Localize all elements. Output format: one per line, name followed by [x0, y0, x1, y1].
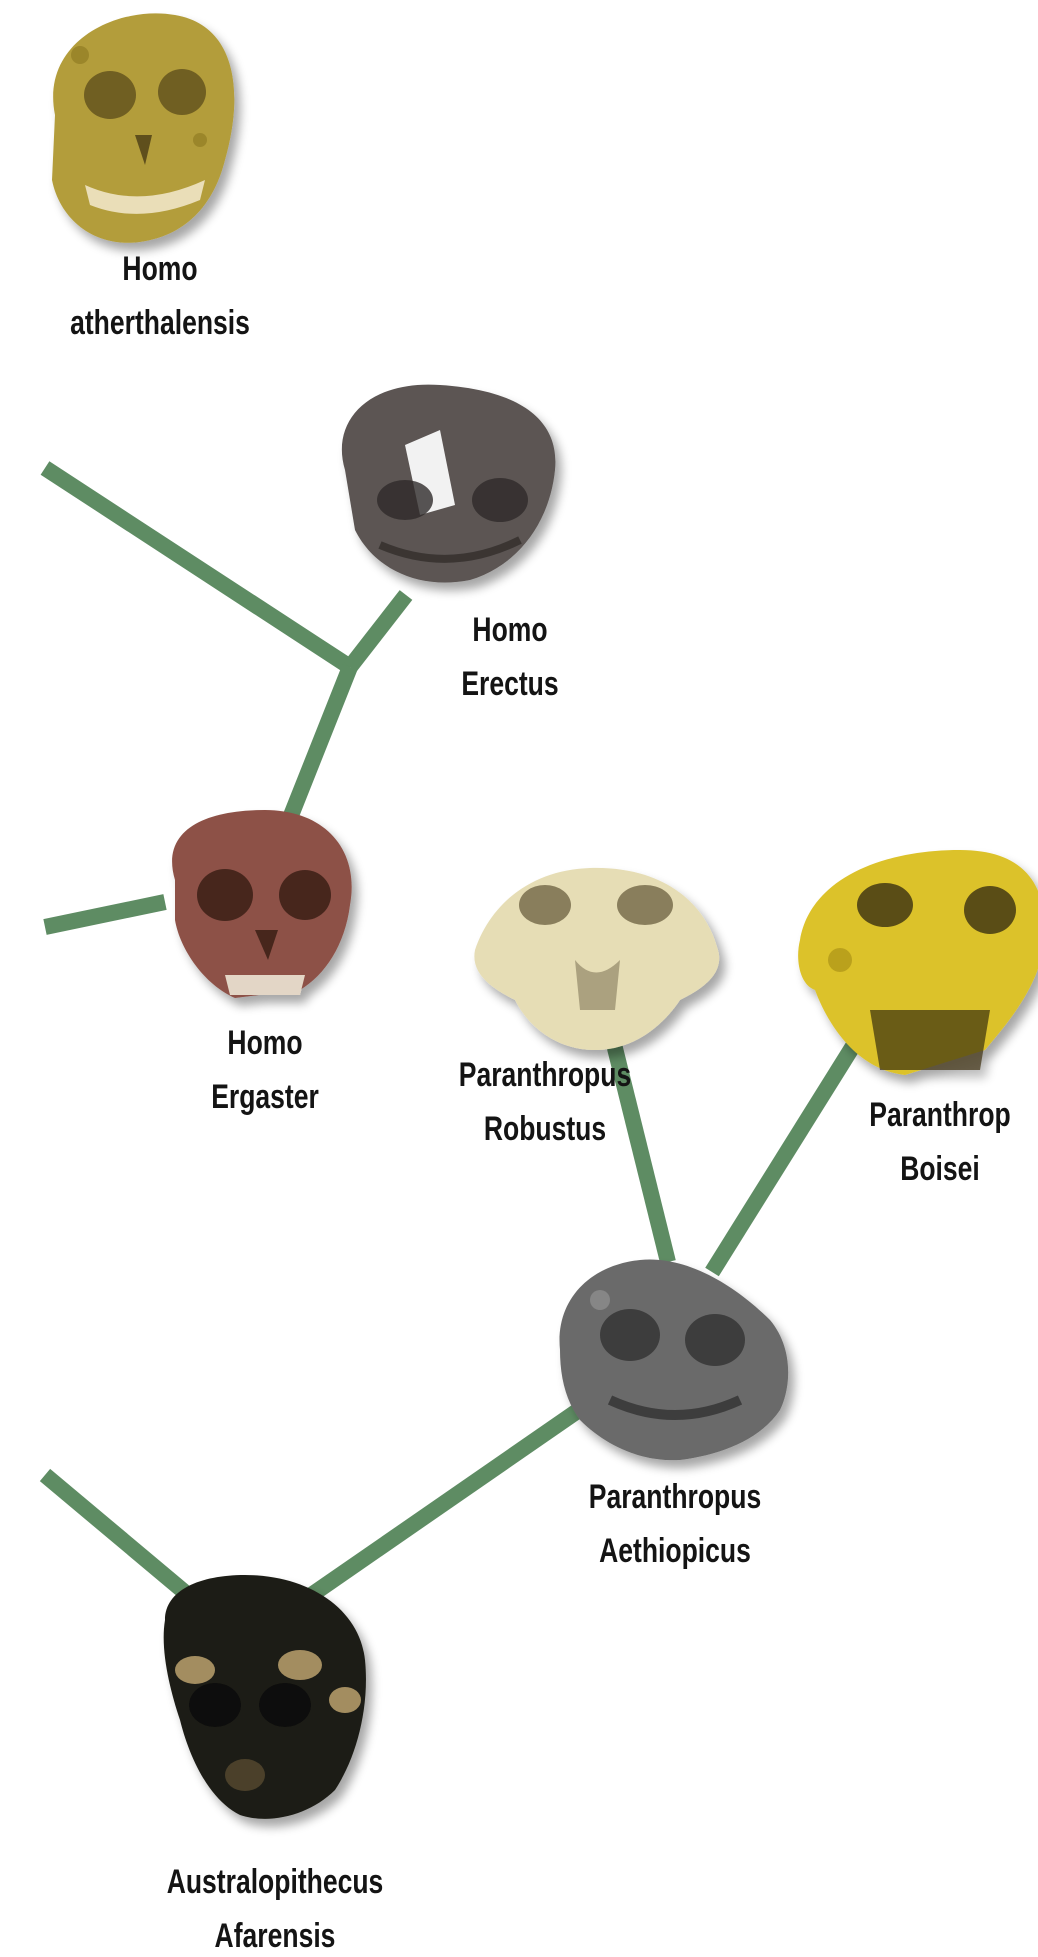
label-line: Aethiopicus — [554, 1524, 796, 1578]
label-paranthropus-robustus: Paranthropus Robustus — [424, 1048, 666, 1156]
label-line: Robustus — [424, 1102, 666, 1156]
label-line: Homo — [179, 1016, 351, 1070]
label-line: Paranthrop — [846, 1088, 1033, 1142]
label-line: Homo — [43, 242, 277, 296]
label-homo-ergaster: Homo Ergaster — [179, 1016, 351, 1124]
skull-australopithecus-afarensis — [164, 1575, 366, 1819]
skull-paranthropus-aethiopicus — [560, 1260, 789, 1461]
branch-aethiopicus-to-afarensis — [310, 1412, 576, 1596]
label-line: Boisei — [846, 1142, 1033, 1196]
label-line: Australopithecus — [139, 1855, 412, 1909]
skull-paranthropus-robustus — [474, 868, 719, 1050]
skull-homo-erectus — [342, 385, 556, 583]
branch-erectus-stem — [350, 595, 406, 667]
branch-left-to-afarensis — [45, 1475, 200, 1605]
label-paranthropus-aethiopicus: Paranthropus Aethiopicus — [554, 1470, 796, 1578]
label-line: Paranthropus — [554, 1470, 796, 1524]
skull-paranthropus-boisei — [798, 850, 1038, 1075]
skull-homo-ergaster — [172, 810, 352, 998]
branch-junction-to-ergaster — [290, 667, 350, 818]
label-line: Paranthropus — [424, 1048, 666, 1102]
label-paranthropus-boisei: Paranthrop Boisei — [846, 1088, 1033, 1196]
label-line: Afarensis — [139, 1909, 412, 1957]
label-line: atherthalensis — [43, 296, 277, 350]
skull-homo-neanderthalensis — [52, 13, 234, 242]
branch-boisei-to-aethiopicus — [712, 1035, 860, 1272]
label-australopithecus-afarensis: Australopithecus Afarensis — [139, 1855, 412, 1957]
label-line: Erectus — [424, 657, 596, 711]
label-homo-neanderthalensis: Homo atherthalensis — [43, 242, 277, 350]
label-line: Ergaster — [179, 1070, 351, 1124]
branch-left-to-ergaster — [45, 902, 165, 927]
label-homo-erectus: Homo Erectus — [424, 603, 596, 711]
label-line: Homo — [424, 603, 596, 657]
branch-left-to-erectus-junction — [45, 468, 350, 667]
